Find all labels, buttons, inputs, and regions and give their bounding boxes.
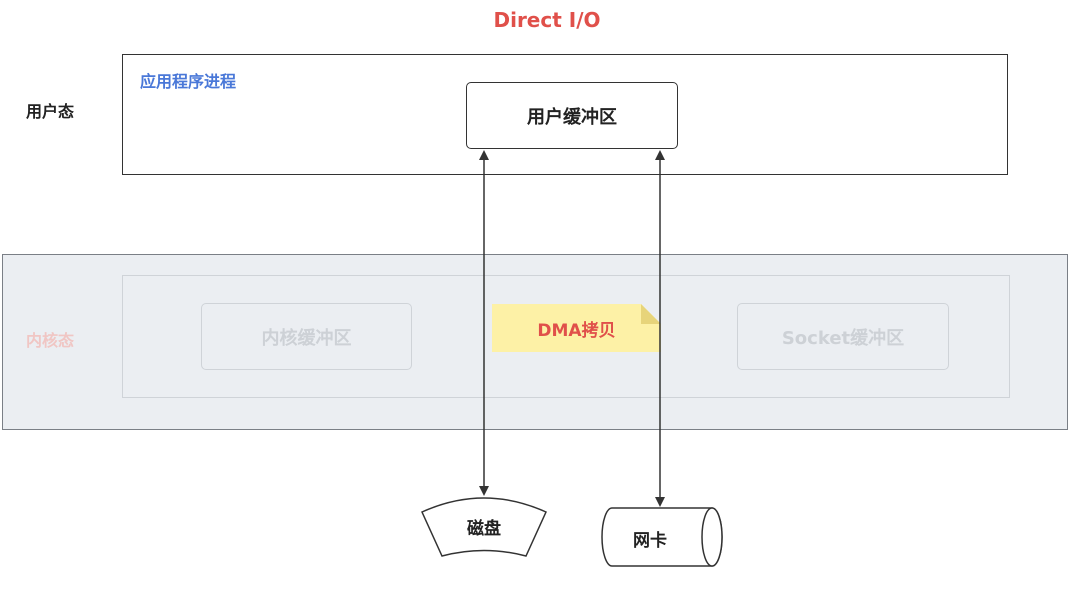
dma-note-label: DMA拷贝 xyxy=(537,320,616,341)
socket-buffer-box: Socket缓冲区 xyxy=(737,303,949,370)
kernel-buffer-label: 内核缓冲区 xyxy=(261,327,352,349)
user-buffer-label: 用户缓冲区 xyxy=(527,106,617,128)
nic-cap xyxy=(701,507,723,567)
kernel-space-label: 内核态 xyxy=(26,331,75,350)
dma-note: DMA拷贝 xyxy=(492,304,661,352)
nic-label: 网卡 xyxy=(633,531,667,551)
socket-buffer-label: Socket缓冲区 xyxy=(781,327,905,349)
diagram-title: Direct I/O xyxy=(493,8,601,32)
kernel-inner-box xyxy=(122,275,1010,398)
disk-label: 磁盘 xyxy=(467,519,501,539)
process-label: 应用程序进程 xyxy=(140,72,237,91)
kernel-buffer-box: 内核缓冲区 xyxy=(201,303,412,370)
user-buffer-box: 用户缓冲区 xyxy=(466,82,678,149)
user-space-label: 用户态 xyxy=(26,102,75,121)
